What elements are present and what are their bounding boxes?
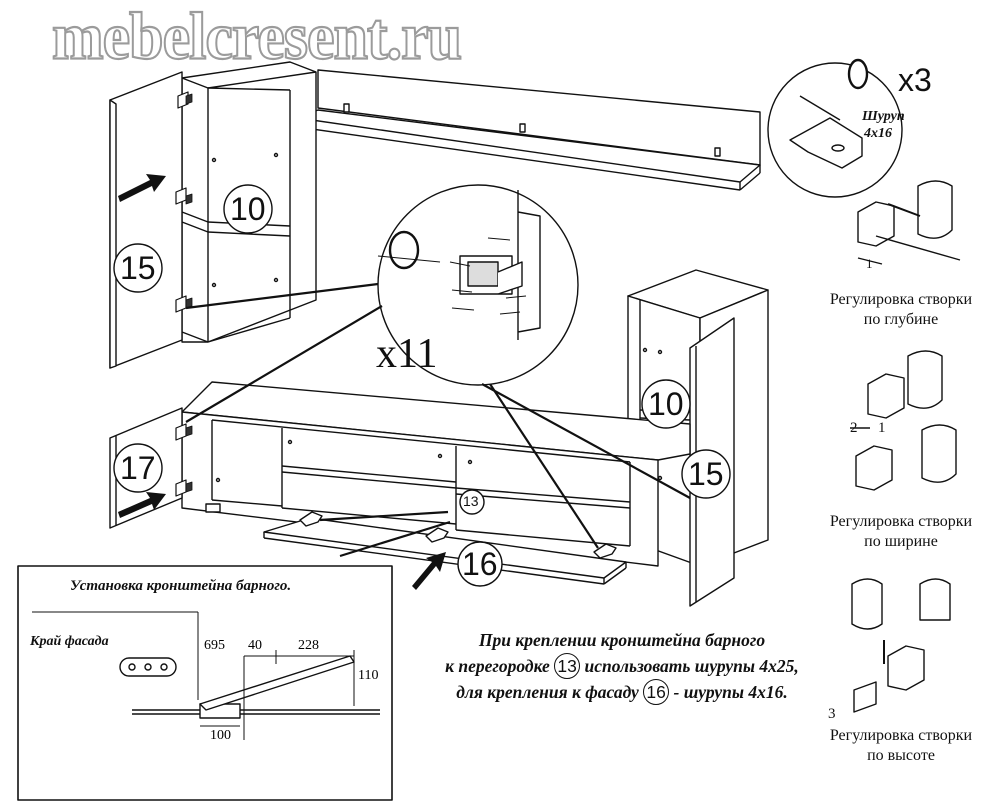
- bar-flap: [263, 511, 627, 585]
- caption-height-line1: Регулировка створки: [829, 727, 973, 744]
- note-part-16: 16: [643, 679, 670, 705]
- hinge-sketch-depth: [857, 180, 961, 265]
- caption-depth-line2: по глубине: [863, 311, 939, 328]
- assembly-arrows: [118, 174, 446, 590]
- screw-label-2: 4x16: [864, 126, 892, 141]
- screw-magnifier: [767, 58, 903, 198]
- upper-left-door: [109, 71, 193, 369]
- hinge-sketch-height: [851, 578, 951, 713]
- callout-2-width: 2: [850, 420, 858, 436]
- caption-depth-line1: Регулировка створки: [829, 291, 973, 308]
- note-part-13: 13: [554, 653, 581, 679]
- part-number-15-right: 15: [688, 456, 724, 492]
- part-number-10-right: 10: [648, 386, 684, 422]
- edge-label: Край фасада: [30, 634, 109, 649]
- dim-228: 228: [298, 638, 319, 653]
- part-number-17: 17: [120, 450, 156, 486]
- tv-unit: [181, 381, 691, 567]
- dim-110: 110: [358, 668, 379, 683]
- leader-lines: [185, 282, 691, 558]
- part-number-16: 16: [462, 546, 498, 582]
- note-line-3-a: для крепления к фасаду: [456, 682, 639, 702]
- caption-depth: Регулировка створки по глубине: [806, 290, 996, 330]
- part-number-13: 13: [463, 493, 479, 509]
- caption-height: Регулировка створки по высоте: [806, 726, 996, 766]
- part-number-15-left: 15: [120, 250, 156, 286]
- hinge-multiplier: x11: [376, 331, 438, 377]
- top-shelf: [297, 69, 761, 191]
- mounting-note: При креплении кронштейна барного к перег…: [392, 628, 852, 705]
- note-line-2-b: использовать шурупы 4x25,: [584, 656, 799, 676]
- part-number-10-left: 10: [230, 191, 266, 227]
- watermark: mebelcresent.ru: [51, 0, 463, 74]
- dim-40: 40: [248, 638, 262, 653]
- callout-1-width: 1: [878, 420, 886, 436]
- note-line-3-b: - шурупы 4x16.: [673, 682, 788, 702]
- inset-box: [17, 565, 393, 801]
- caption-width-line2: по ширине: [864, 533, 938, 550]
- note-line-2-a: к перегородке: [445, 656, 550, 676]
- note-line-3: для крепления к фасаду 16 - шурупы 4x16.: [392, 679, 852, 705]
- caption-width-line1: Регулировка створки: [829, 513, 973, 530]
- inset-title: Установка кронштейна барного.: [70, 578, 292, 594]
- caption-width: Регулировка створки по ширине: [806, 512, 996, 552]
- note-line-2: к перегородке 13 использовать шурупы 4x2…: [392, 653, 852, 679]
- callout-1-depth: 1: [866, 256, 873, 271]
- screw-multiplier: x3: [898, 62, 932, 98]
- dim-100: 100: [210, 728, 231, 743]
- caption-height-line2: по высоте: [867, 747, 935, 764]
- hinge-sketch-width: [850, 350, 957, 491]
- callout-3-height: 3: [828, 706, 836, 722]
- note-line-1: При креплении кронштейна барного: [478, 630, 766, 650]
- screw-label-1: Шуруп: [862, 109, 905, 124]
- part-circles: [113, 184, 731, 587]
- dim-695: 695: [204, 638, 225, 653]
